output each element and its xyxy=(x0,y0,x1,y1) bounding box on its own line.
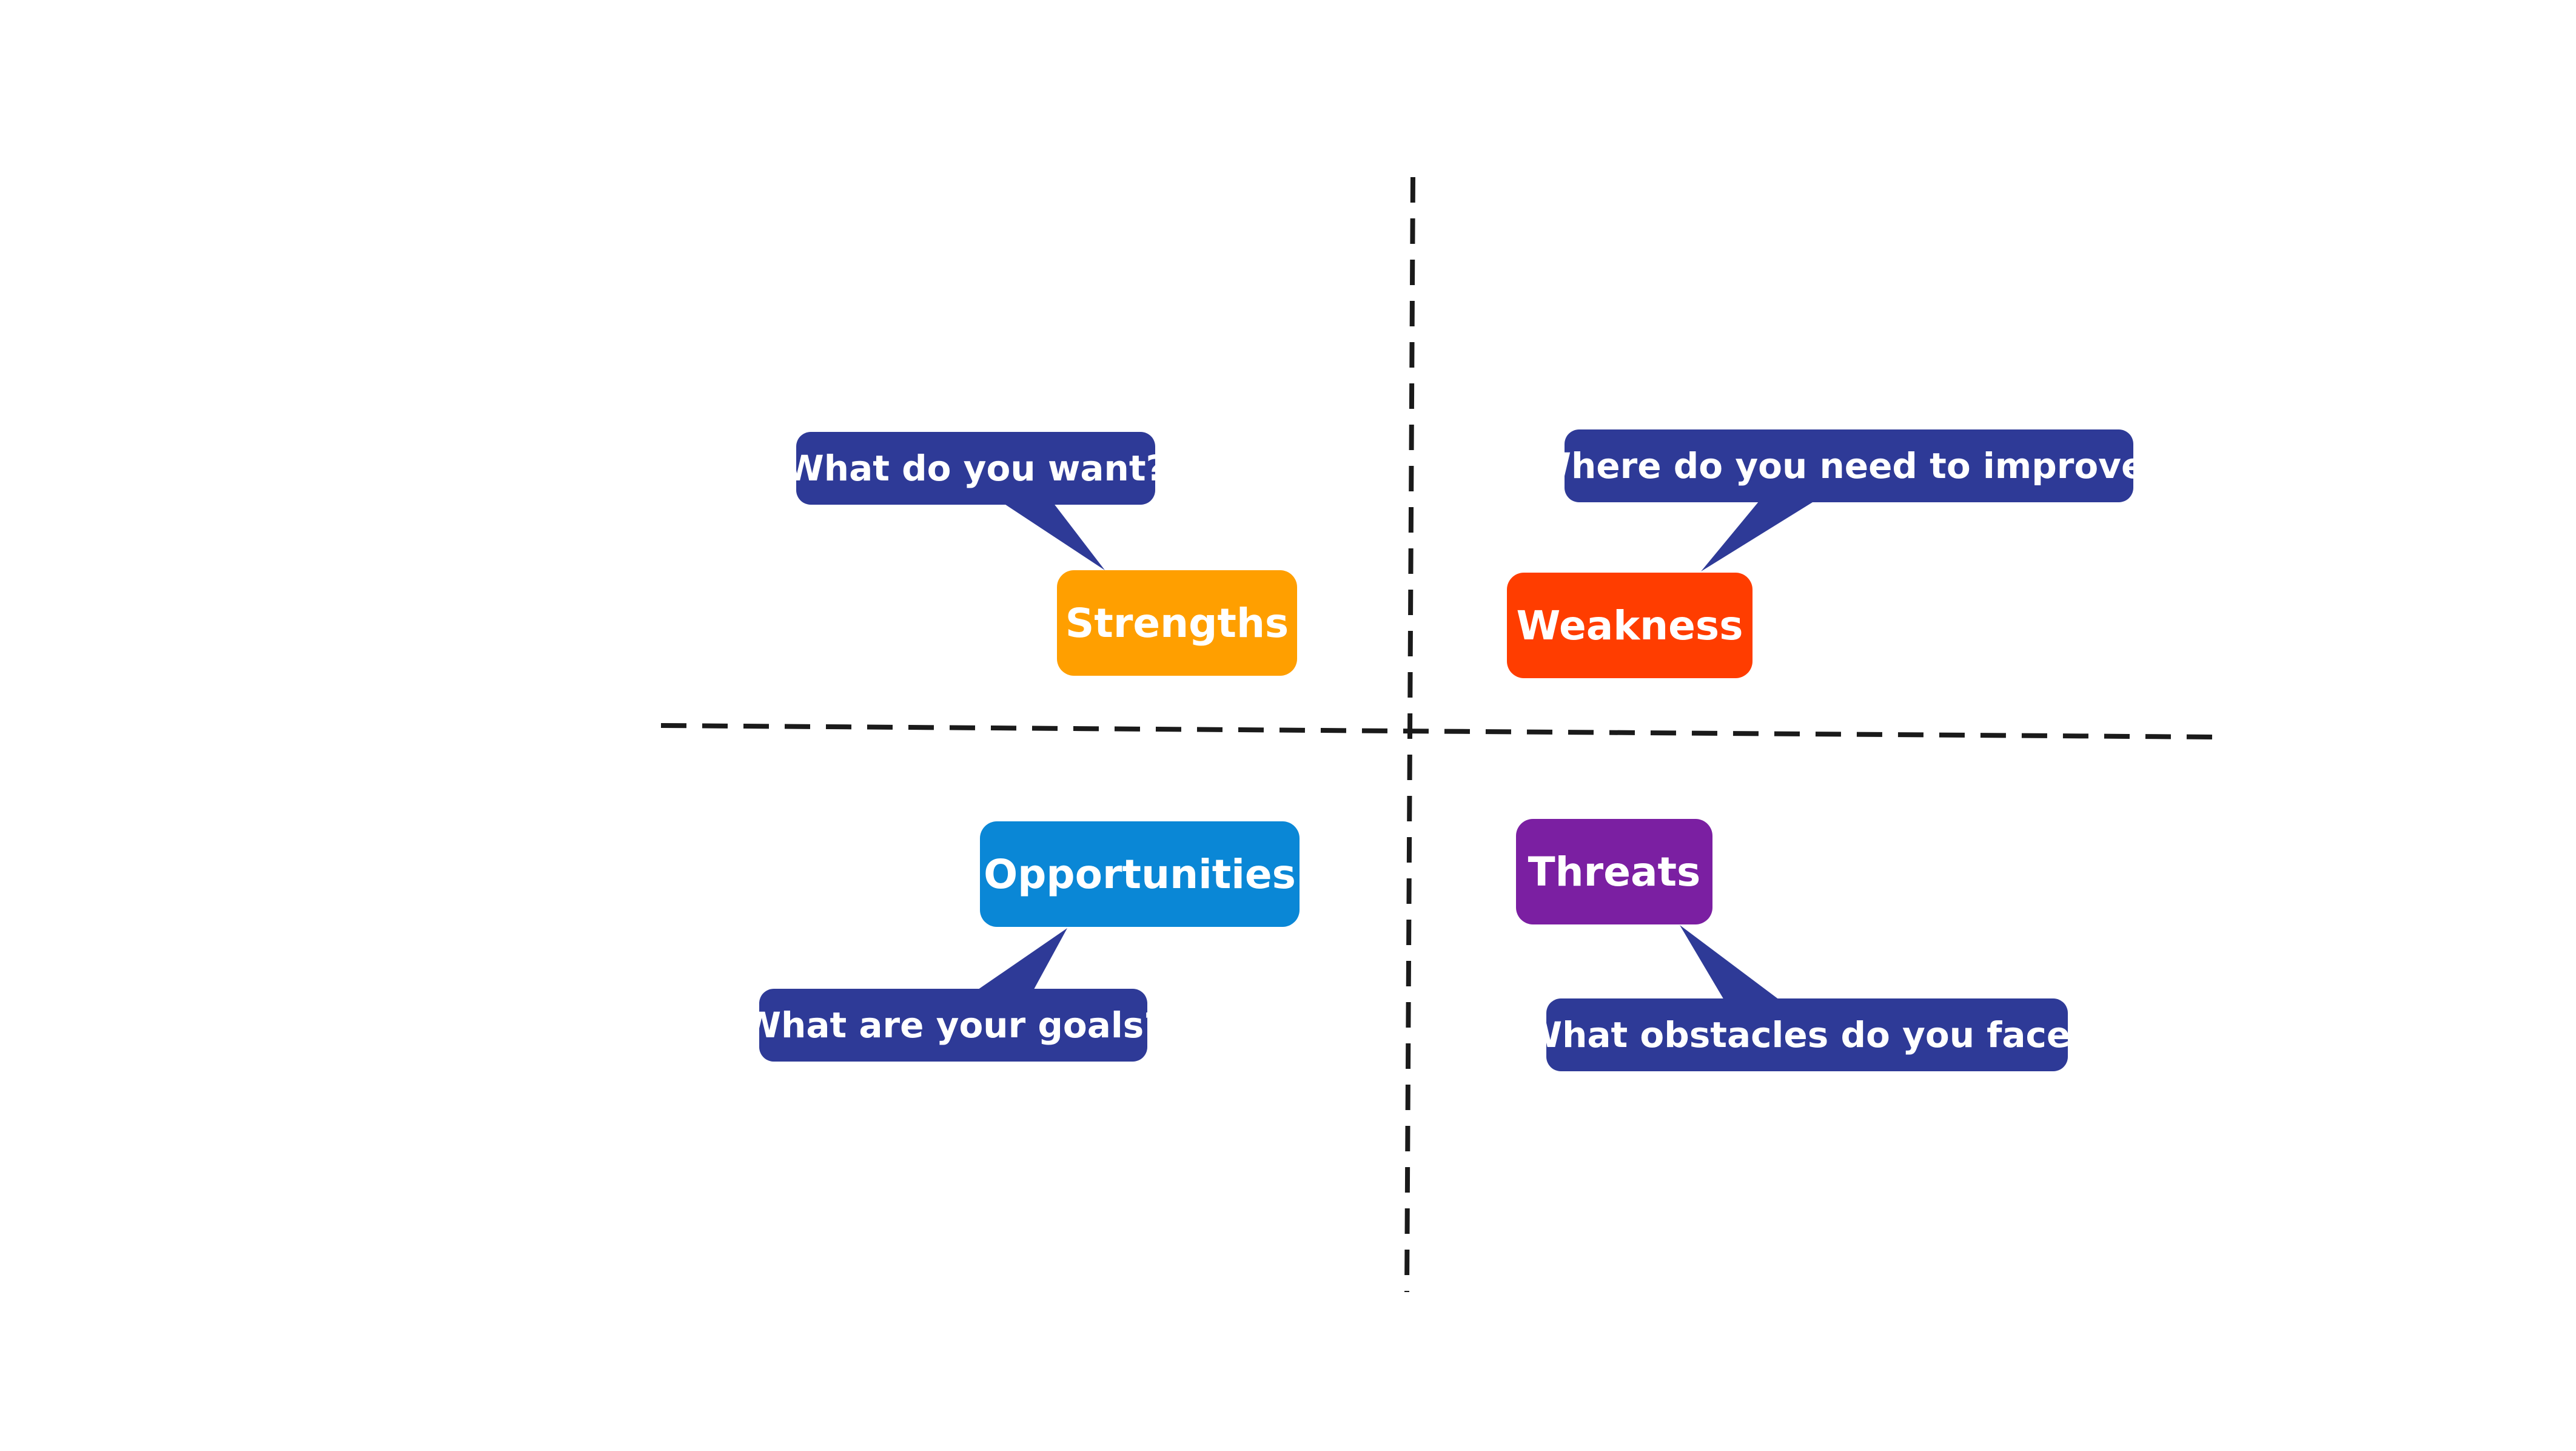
strengths-question-text: What do you want? xyxy=(785,448,1167,489)
threats-bubble-tail xyxy=(1680,925,1789,1007)
weakness-question-bubble: Where do you need to improve? xyxy=(1532,429,2165,502)
strengths-question-bubble: What do you want? xyxy=(785,432,1166,505)
vertical-divider xyxy=(1404,177,1415,1293)
threats-label: Threats xyxy=(1528,848,1701,895)
strengths-tag: Strengths xyxy=(1057,570,1297,676)
weakness-label: Weakness xyxy=(1516,602,1743,649)
threats-question-bubble: What obstacles do you face? xyxy=(1523,998,2091,1071)
horizontal-divider xyxy=(660,723,2217,739)
opportunities-bubble-tail xyxy=(970,928,1067,995)
opportunities-question-bubble: What are your goals? xyxy=(742,989,1164,1062)
threats-tag: Threats xyxy=(1516,819,1712,924)
strengths-bubble-tail xyxy=(995,497,1105,570)
opportunities-question-text: What are your goals? xyxy=(742,1005,1164,1046)
weakness-question-text: Where do you need to improve? xyxy=(1532,445,2165,486)
opportunities-label: Opportunities xyxy=(984,850,1296,898)
opportunities-tag: Opportunities xyxy=(980,821,1300,927)
threats-question-text: What obstacles do you face? xyxy=(1523,1014,2091,1055)
weakness-tag: Weakness xyxy=(1507,573,1753,678)
strengths-label: Strengths xyxy=(1065,599,1289,647)
weakness-bubble-tail xyxy=(1701,494,1825,571)
